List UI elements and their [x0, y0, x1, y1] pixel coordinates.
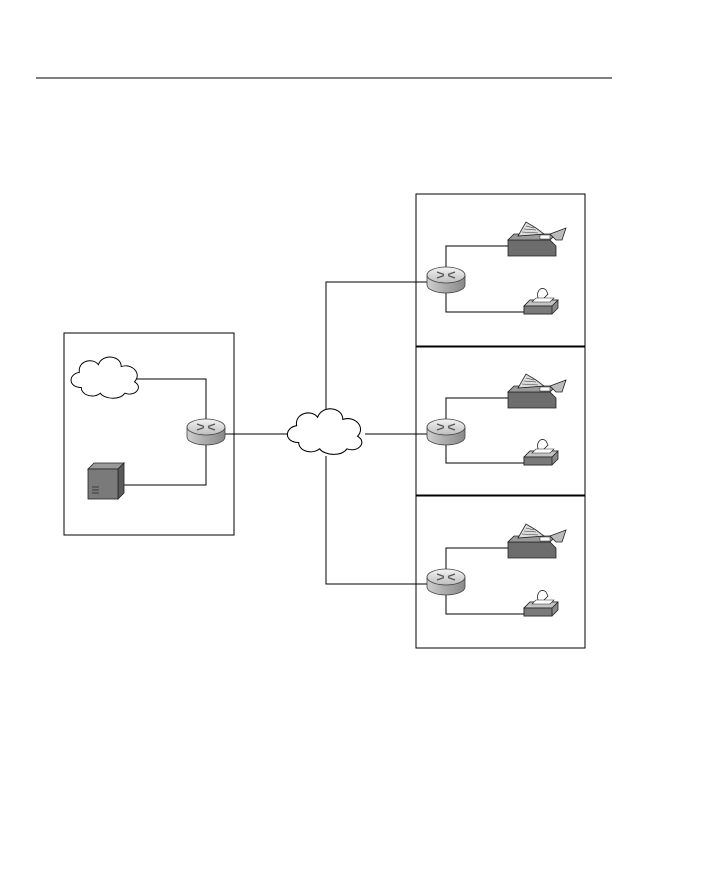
- wan-cloud-icon: [286, 408, 363, 455]
- hq-router-icon: [186, 418, 226, 446]
- link-site2-router-fax: [445, 397, 508, 420]
- site2-router-icon: [426, 418, 466, 446]
- link-hq-server-router: [124, 440, 207, 486]
- branch-site-3-box: [415, 495, 586, 649]
- link-wan-site3-router: [325, 456, 428, 585]
- site3-fax-icon: [507, 523, 567, 559]
- site1-phone-icon: [523, 288, 559, 315]
- link-site1-router-fax: [445, 245, 508, 268]
- site2-fax-icon: [507, 373, 567, 409]
- link-site3-router-phone: [445, 592, 525, 615]
- site1-fax-icon: [507, 221, 567, 257]
- link-site3-router-fax: [445, 547, 508, 570]
- site3-phone-icon: [523, 590, 559, 617]
- link-site2-router-phone: [445, 442, 525, 464]
- link-site1-router-phone: [445, 290, 525, 313]
- site3-router-icon: [426, 568, 466, 596]
- link-hq-cloud-router: [136, 378, 207, 425]
- branch-site-2-box: [415, 346, 586, 496]
- site2-phone-icon: [523, 439, 559, 466]
- site1-router-icon: [426, 266, 466, 294]
- links: [124, 245, 525, 615]
- hq-server-icon: [87, 462, 125, 500]
- link-wan-site1-router: [325, 281, 428, 412]
- branch-site-1-box: [415, 193, 586, 347]
- hq-cloud-icon: [70, 356, 139, 399]
